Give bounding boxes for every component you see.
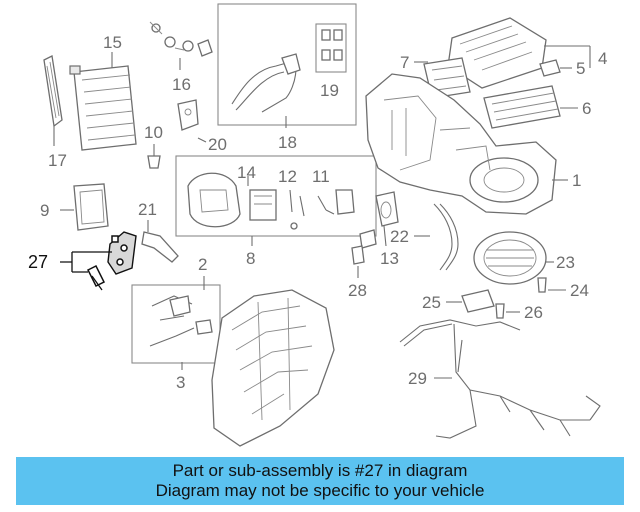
callout-26: 26 <box>524 303 543 322</box>
part-15-evaporator: 15 <box>69 33 137 151</box>
banner-line-1: Part or sub-assembly is #27 in diagram <box>172 461 468 480</box>
part-25-resistor: 25 <box>422 289 495 313</box>
callout-29: 29 <box>408 369 427 388</box>
part-5-clip: 5 <box>539 59 585 78</box>
callout-17: 17 <box>48 151 67 170</box>
callout-6: 6 <box>582 99 591 118</box>
part-6-cabin-filter: 6 <box>483 85 591 129</box>
part-3-linkage: 3 <box>149 295 213 392</box>
callout-20: 20 <box>208 135 227 154</box>
part-13-bracket: 13 <box>359 191 399 268</box>
callout-14: 14 <box>237 163 256 182</box>
part-28-fastener: 28 <box>348 245 367 300</box>
callout-1: 1 <box>572 171 581 190</box>
banner-line-2: Diagram may not be specific to your vehi… <box>155 481 485 500</box>
callout-22: 22 <box>390 227 409 246</box>
info-banner: Part or sub-assembly is #27 in diagram D… <box>16 457 624 505</box>
callout-10: 10 <box>144 123 163 142</box>
part-11-sensor: 11 <box>312 167 355 215</box>
part-14-actuator-motor: 14 <box>187 163 277 228</box>
part-10-sensor: 10 <box>144 123 163 169</box>
callout-3: 3 <box>176 373 185 392</box>
part-27-highlighted: 27 <box>28 231 137 291</box>
callout-9: 9 <box>40 201 49 220</box>
callout-8: 8 <box>246 249 255 268</box>
part-29-wiring-harness: 29 <box>399 319 601 439</box>
callout-12: 12 <box>278 167 297 186</box>
part-21-actuator: 21 <box>138 200 179 263</box>
part-2-lower-housing: 2 <box>198 255 335 447</box>
callout-16: 16 <box>172 75 191 94</box>
part-19-valves: 19 <box>315 23 347 100</box>
part-9-filter: 9 <box>40 183 109 231</box>
callout-4: 4 <box>598 49 607 68</box>
parts-diagram: 17 15 16 10 20 18 <box>28 3 607 447</box>
callout-18: 18 <box>278 133 297 152</box>
callout-13: 13 <box>380 249 399 268</box>
part-17-seal-strip: 17 <box>43 55 67 170</box>
callout-23: 23 <box>556 253 575 272</box>
callout-15: 15 <box>103 33 122 52</box>
callout-7: 7 <box>400 53 409 72</box>
callout-24: 24 <box>570 281 589 300</box>
part-22-drain-hose: 22 <box>390 203 459 271</box>
callout-28: 28 <box>348 281 367 300</box>
callout-5: 5 <box>576 59 585 78</box>
callout-19: 19 <box>320 81 339 100</box>
part-18-refrigerant-lines: 18 <box>231 53 301 152</box>
part-12-screws: 12 <box>278 167 305 230</box>
part-16-fittings: 16 <box>149 21 213 94</box>
callout-11: 11 <box>312 167 330 186</box>
group-box-18 <box>217 3 357 126</box>
group-box-2-3 <box>131 284 221 364</box>
callout-27: 27 <box>28 252 48 272</box>
part-26-screw: 26 <box>495 303 543 322</box>
callout-2: 2 <box>198 255 207 274</box>
part-23-blower-motor: 23 <box>473 231 575 285</box>
callout-25: 25 <box>422 293 441 312</box>
callout-21: 21 <box>138 200 157 219</box>
part-1-hvac-housing: 1 <box>365 73 581 215</box>
callout-8-group: 8 <box>246 236 255 268</box>
part-24-screw: 24 <box>537 277 589 300</box>
part-20-bracket: 20 <box>177 99 227 154</box>
part-4-upper-housing: 4 <box>447 17 607 89</box>
